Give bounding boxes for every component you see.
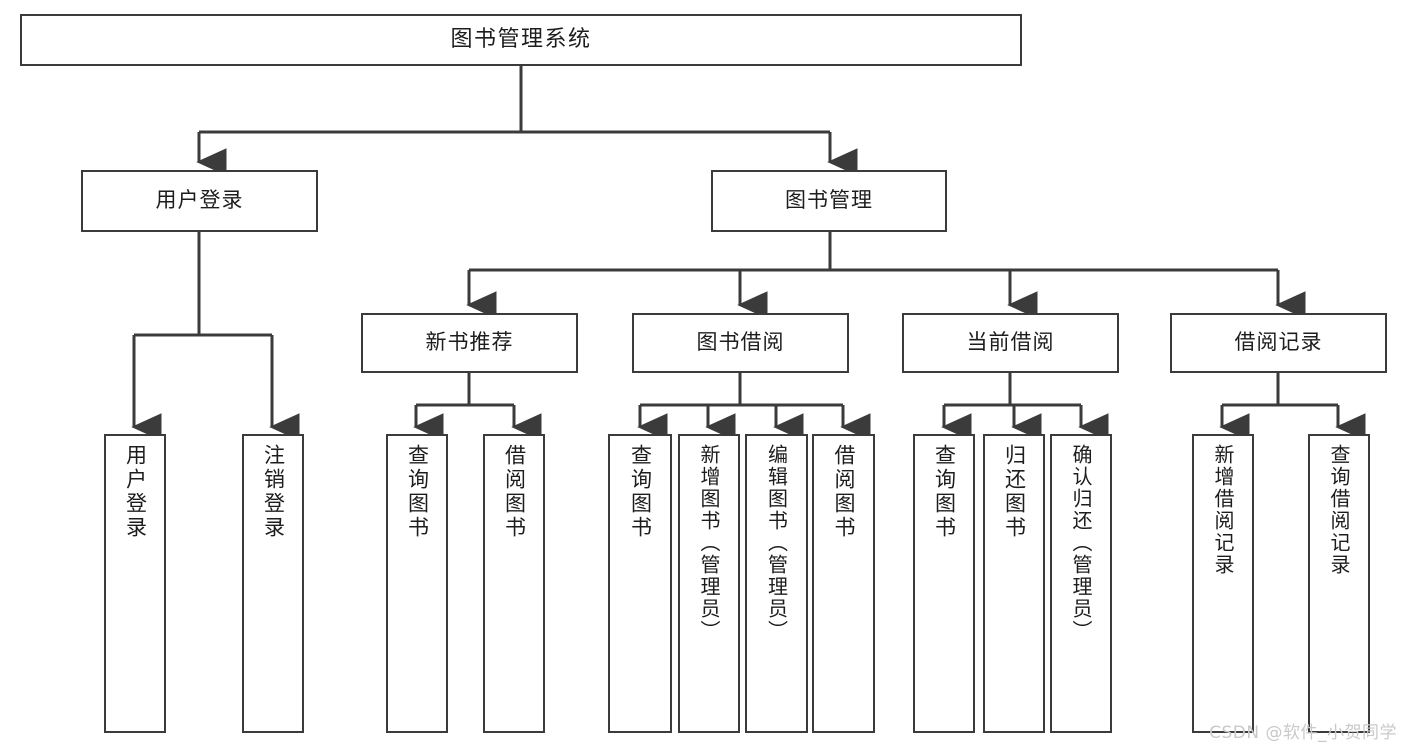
node-label: 图书管理 bbox=[785, 188, 873, 213]
leaf-add-book[interactable]: 新增图书（管理员） bbox=[678, 434, 740, 733]
node-label: 新增图书（管理员） bbox=[697, 444, 721, 642]
leaf-confirm-return[interactable]: 确认归还（管理员） bbox=[1050, 434, 1112, 733]
node-user-login[interactable]: 用户登录 bbox=[81, 170, 318, 232]
node-label: 当前借阅 bbox=[966, 330, 1055, 355]
node-label: 用户登录 bbox=[123, 444, 148, 540]
leaf-edit-book[interactable]: 编辑图书（管理员） bbox=[745, 434, 808, 733]
node-label: 新增借阅记录 bbox=[1211, 444, 1235, 576]
leaf-add-borrow-record[interactable]: 新增借阅记录 bbox=[1192, 434, 1254, 733]
leaf-user-login[interactable]: 用户登录 bbox=[104, 434, 166, 733]
node-new-book-recommend[interactable]: 新书推荐 bbox=[361, 313, 578, 373]
node-label: 查询图书 bbox=[628, 444, 653, 540]
node-label: 查询图书 bbox=[932, 444, 957, 540]
leaf-logout-login[interactable]: 注销登录 bbox=[242, 434, 304, 733]
leaf-borrow-book-recommend[interactable]: 借阅图书 bbox=[483, 434, 545, 733]
node-label: 图书借阅 bbox=[696, 330, 785, 355]
node-label: 归还图书 bbox=[1002, 444, 1027, 540]
node-label: 借阅记录 bbox=[1234, 330, 1323, 355]
node-label: 借阅图书 bbox=[502, 444, 527, 540]
node-label: 新书推荐 bbox=[425, 330, 514, 355]
leaf-return-book[interactable]: 归还图书 bbox=[983, 434, 1045, 733]
leaf-query-book-current[interactable]: 查询图书 bbox=[913, 434, 975, 733]
node-book-borrow[interactable]: 图书借阅 bbox=[632, 313, 849, 373]
leaf-query-borrow-record[interactable]: 查询借阅记录 bbox=[1308, 434, 1370, 733]
node-label: 确认归还（管理员） bbox=[1069, 444, 1093, 642]
node-current-borrow[interactable]: 当前借阅 bbox=[902, 313, 1119, 373]
leaf-query-book-recommend[interactable]: 查询图书 bbox=[386, 434, 448, 733]
node-label: 编辑图书（管理员） bbox=[764, 444, 789, 642]
node-root-system[interactable]: 图书管理系统 bbox=[20, 14, 1022, 66]
node-borrow-record[interactable]: 借阅记录 bbox=[1170, 313, 1387, 373]
node-label: 查询借阅记录 bbox=[1327, 444, 1351, 576]
node-label: 借阅图书 bbox=[832, 444, 856, 540]
node-label: 图书管理系统 bbox=[450, 26, 592, 52]
leaf-query-book-borrow[interactable]: 查询图书 bbox=[608, 434, 672, 733]
node-book-management[interactable]: 图书管理 bbox=[711, 170, 947, 232]
node-label: 用户登录 bbox=[155, 188, 244, 213]
node-label: 查询图书 bbox=[405, 444, 430, 540]
node-label: 注销登录 bbox=[261, 444, 286, 540]
leaf-borrow-book[interactable]: 借阅图书 bbox=[812, 434, 875, 733]
